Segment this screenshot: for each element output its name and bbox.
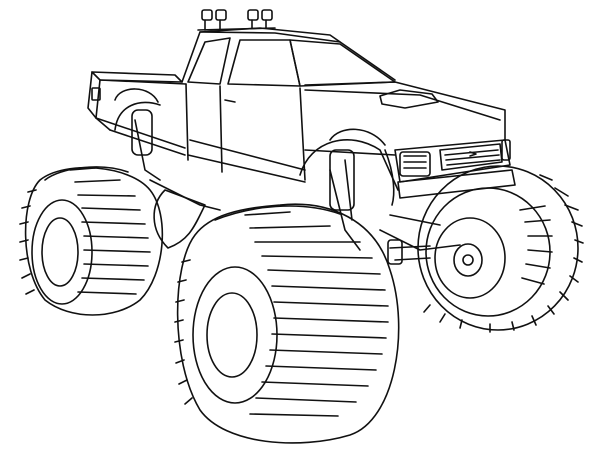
front-fender [299,139,399,206]
front-grille [394,139,516,199]
roof-lights [197,9,276,31]
hood-scoop [379,89,439,109]
headlight-left [399,151,431,177]
headlight-right [501,139,511,161]
front-right-wheel [417,165,584,333]
truck-bed [87,71,187,156]
rear-window [187,37,231,85]
windshield [289,39,396,87]
door-line [219,85,223,173]
truck-hood [304,81,506,156]
front-left-wheel [174,203,400,444]
side-window [227,39,301,87]
rear-right-wheel [153,189,206,249]
suspension [131,109,461,251]
front-axle [387,239,431,265]
truck-cab [181,27,396,183]
rear-left-wheel [19,166,164,316]
front-bumper [397,169,516,199]
rear-fender [114,101,161,131]
